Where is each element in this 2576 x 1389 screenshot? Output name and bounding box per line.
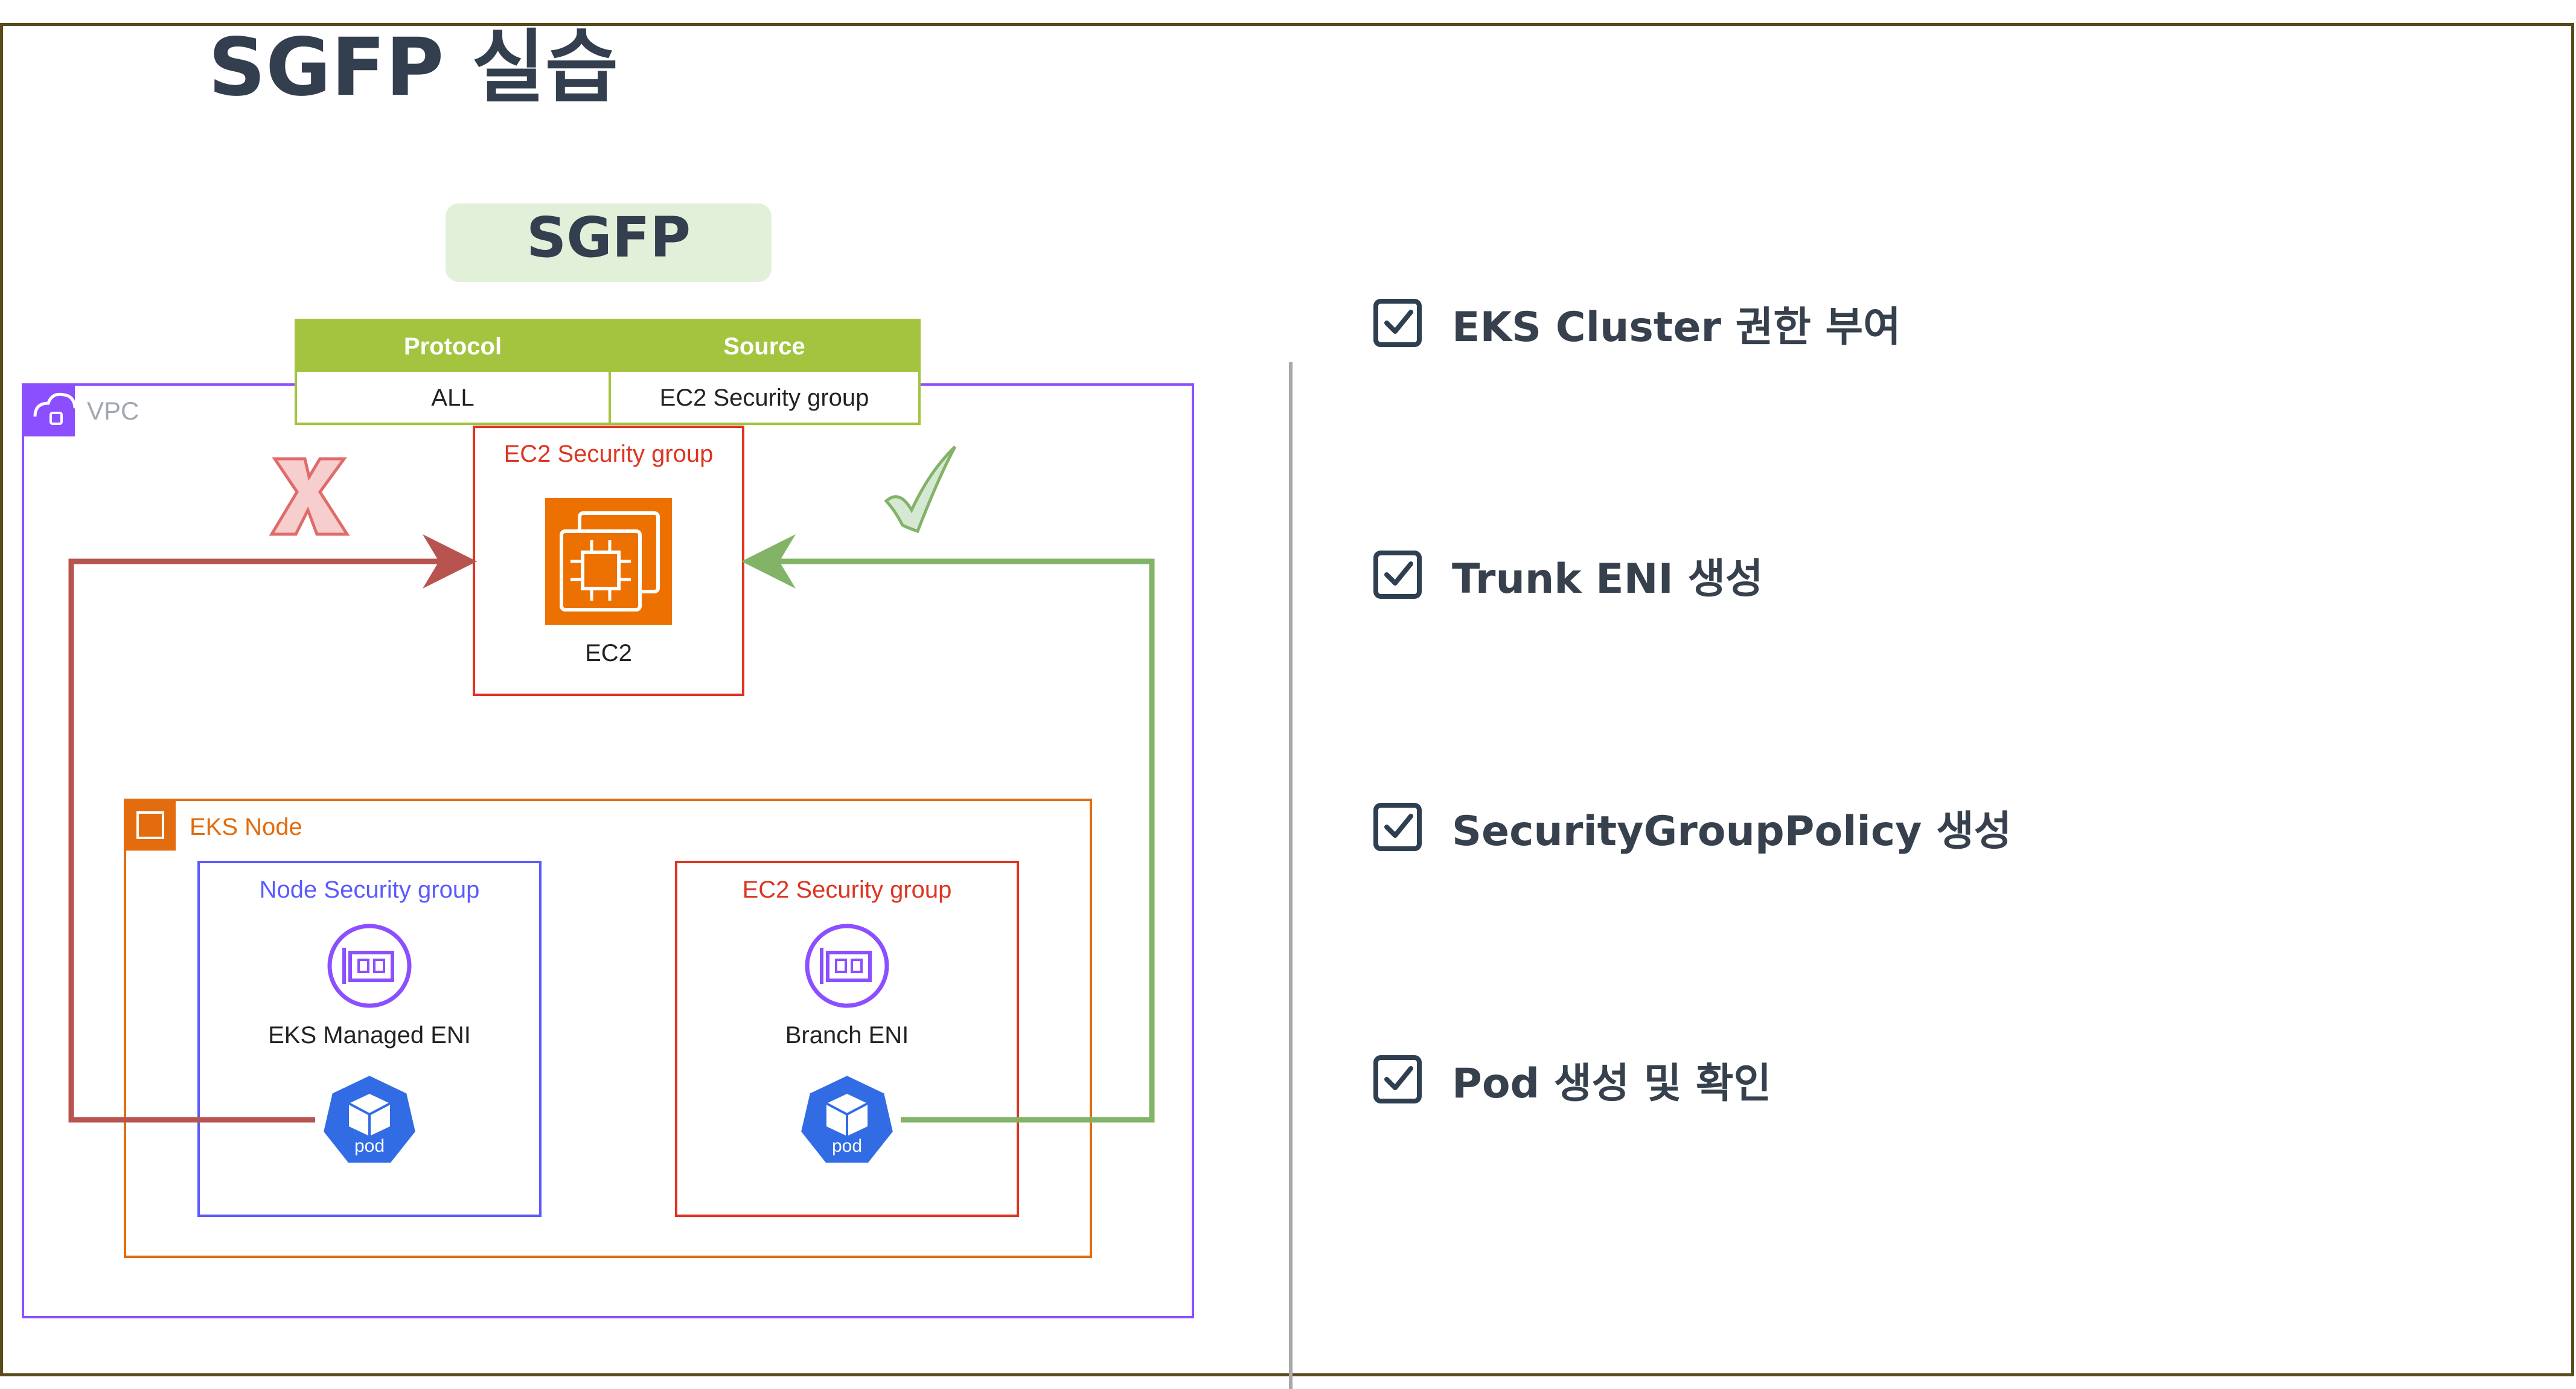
- checklist-item: EKS Cluster 권한 부여: [1373, 293, 1901, 353]
- table-header-source: Source: [723, 333, 805, 360]
- eks-node-group: EKS Node: [124, 799, 1092, 1258]
- slide-frame: [0, 23, 2574, 1376]
- allow-check-icon: [884, 445, 957, 534]
- deny-x-icon: [269, 457, 350, 536]
- pod-label-2: pod: [832, 1136, 862, 1156]
- checklist-label: EKS Cluster 권한 부여: [1452, 303, 1901, 351]
- vpc-label: VPC: [87, 397, 139, 425]
- ec2-security-group: EC2 Security group EC2: [473, 426, 744, 696]
- node-sg-label: Node Security group: [260, 877, 480, 903]
- branch-sg-label: EC2 Security group: [743, 877, 952, 903]
- pod-label-1: pod: [354, 1136, 385, 1156]
- checkbox-checked-icon: [1373, 1055, 1422, 1103]
- checklist-item: Trunk ENI 생성: [1373, 544, 1763, 605]
- sgfp-label: SGFP: [526, 205, 691, 270]
- ec2-label: EC2: [585, 640, 632, 666]
- denied-connection-arrow: [68, 534, 477, 1123]
- ec2-icon: [545, 498, 672, 625]
- node-security-group: Node Security group EKS Managed ENI pod: [197, 861, 542, 1217]
- vertical-divider: [1289, 362, 1293, 1389]
- managed-eni-label: EKS Managed ENI: [268, 1022, 471, 1049]
- eks-node-label: EKS Node: [190, 814, 302, 840]
- checklist-label: SecurityGroupPolicy 생성: [1452, 807, 2012, 855]
- allowed-connection-arrow: [741, 534, 1155, 1123]
- vpc-icon: [23, 385, 75, 436]
- vpc-group: VPC: [22, 383, 1194, 1318]
- network-interface-icon: [805, 924, 889, 1008]
- checklist-item: Pod 생성 및 확인: [1373, 1049, 1771, 1110]
- table-cell-source: EC2 Security group: [660, 385, 869, 411]
- pod-icon: pod: [798, 1073, 896, 1165]
- table-cell-protocol: ALL: [431, 385, 474, 411]
- eks-node-icon: [125, 800, 176, 851]
- network-interface-icon: [327, 924, 412, 1008]
- checkbox-checked-icon: [1373, 299, 1422, 347]
- table-header-protocol: Protocol: [404, 333, 502, 360]
- sg-rule-table: Protocol Source ALL EC2 Security group: [295, 319, 921, 425]
- checklist-label: Pod 생성 및 확인: [1452, 1059, 1772, 1108]
- checkbox-checked-icon: [1373, 551, 1422, 599]
- branch-security-group: EC2 Security group Branch ENI pod: [675, 861, 1019, 1217]
- checklist-item: SecurityGroupPolicy 생성: [1373, 797, 2012, 857]
- sgfp-badge: SGFP: [446, 203, 772, 282]
- page-title: SGFP 실습: [208, 21, 619, 114]
- branch-eni-label: Branch ENI: [785, 1022, 909, 1049]
- ec2-sg-label: EC2 Security group: [504, 441, 714, 467]
- checklist-label: Trunk ENI 생성: [1452, 555, 1763, 603]
- pod-icon: pod: [321, 1073, 418, 1165]
- checkbox-checked-icon: [1373, 803, 1422, 851]
